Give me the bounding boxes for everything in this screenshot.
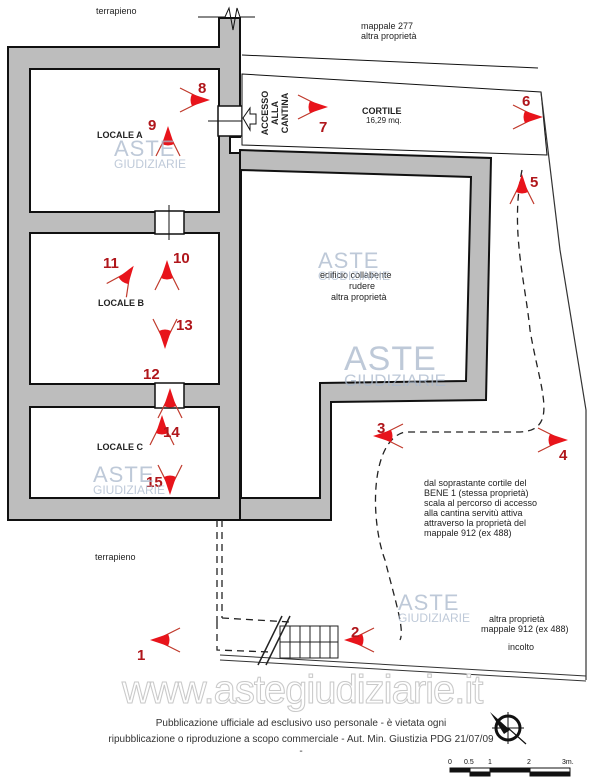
access-note-line: BENE 1 (stessa proprietà) — [424, 488, 529, 498]
watermark-site-url: www.astegiudiziarie.it — [121, 668, 483, 713]
access-note-line: dal soprastante cortile del — [424, 478, 527, 488]
label-locale-a: LOCALE A — [97, 130, 143, 140]
photo-point-marker-icon — [509, 174, 535, 205]
scale-tick-label: 1 — [488, 759, 492, 766]
watermark-logo: GIUDIZIARIE — [228, 0, 360, 4]
wall-break-symbol — [198, 6, 255, 31]
photo-point-number: 7 — [319, 119, 328, 136]
footer-line-1: Pubblicazione ufficiale ad esclusivo uso… — [155, 718, 447, 729]
photo-point-number: 1 — [137, 647, 146, 664]
photo-point-marker-icon — [106, 265, 134, 298]
label-rudere-1: edificio collabente — [320, 270, 392, 280]
access-note-line: mappale 912 (ex 488) — [424, 528, 512, 538]
stairs — [257, 615, 339, 666]
photo-point-marker-icon — [373, 423, 404, 449]
photo-point-number: 8 — [198, 80, 207, 97]
cortile-area — [241, 73, 548, 156]
photo-point-number: 10 — [173, 250, 190, 267]
photo-point-marker-icon — [512, 104, 543, 130]
access-note-line: alla cantina servitù attiva — [424, 508, 523, 518]
scale-tick-label: 0 — [448, 759, 452, 766]
access-arrow-icon — [242, 106, 257, 132]
photo-point-marker-icon — [157, 464, 183, 495]
access-note: dal soprastante cortile del BENE 1 (stes… — [424, 478, 537, 538]
scale-bar — [449, 767, 571, 777]
property-line-right — [540, 91, 587, 680]
photo-point-number: 15 — [146, 474, 163, 491]
photo-point-number: 5 — [530, 174, 539, 191]
access-note-line: scala al percorso di accesso — [424, 498, 538, 508]
label-locale-c: LOCALE C — [97, 442, 143, 452]
label-mappale-912: mappale 912 (ex 488) — [481, 624, 569, 634]
photo-point-marker-icon — [149, 415, 175, 446]
label-altra-proprieta-top: altra proprietà — [361, 31, 417, 41]
photo-point-marker-icon — [157, 388, 183, 419]
access-path — [216, 169, 545, 653]
photo-point-number: 2 — [351, 624, 360, 641]
photo-point-marker-icon — [297, 94, 328, 120]
access-note-line: attraverso la proprietà del — [424, 518, 527, 528]
footer-line-2: ripubblicazione o riproduzione a scopo c… — [108, 734, 494, 745]
photo-point-marker-icon — [537, 427, 568, 453]
compass-north-arrow-icon — [490, 712, 527, 745]
room-locale-a — [29, 68, 220, 213]
label-locale-b: LOCALE B — [98, 298, 144, 308]
label-terrapieno-top: terrapieno — [96, 6, 137, 16]
photo-point-marker-icon — [344, 627, 375, 653]
label-rudere-2: rudere — [349, 281, 376, 291]
photo-point-marker-icon — [155, 126, 181, 157]
photo-point-number: 3 — [377, 420, 386, 437]
photo-point-number: 13 — [176, 317, 193, 334]
label-accesso: ACCESSO — [260, 90, 270, 136]
photo-point-marker-icon — [154, 260, 180, 291]
photo-point-number: 12 — [143, 366, 160, 383]
photo-point-number: 6 — [522, 93, 531, 110]
label-cortile-area: 16,29 mq. — [366, 116, 402, 125]
photo-point-marker-icon — [152, 318, 178, 349]
scale-tick-label: 0.5 — [464, 759, 474, 766]
room-locale-c — [29, 406, 220, 499]
room-locale-b — [29, 232, 220, 385]
label-alla-cantina: ALLA CANTINA — [270, 92, 290, 134]
label-terrapieno-bottom: terrapieno — [95, 552, 136, 562]
photo-point-number: 11 — [103, 255, 119, 272]
label-mappale-277: mappale 277 — [361, 21, 414, 31]
footer-dash: - — [299, 746, 303, 757]
photo-point-marker-icon — [179, 87, 210, 113]
photo-point-number: 14 — [163, 424, 180, 441]
label-cortile: CORTILE — [362, 106, 402, 116]
label-rudere-3: altra proprietà — [331, 292, 387, 302]
photo-point-marker-icon — [150, 627, 181, 653]
rudere-interior — [240, 168, 473, 499]
photo-point-number: 9 — [148, 117, 157, 134]
scale-tick-label: 3m. — [562, 759, 574, 766]
property-line-top — [241, 54, 539, 69]
label-incolto: incolto — [508, 642, 535, 652]
photo-point-number: 4 — [559, 447, 568, 464]
label-altra-proprieta-bottom: altra proprietà — [489, 614, 545, 624]
scale-tick-label: 2 — [527, 759, 531, 766]
label-accesso-alla-cantina: ACCESSO ALLA CANTINA — [260, 80, 290, 146]
